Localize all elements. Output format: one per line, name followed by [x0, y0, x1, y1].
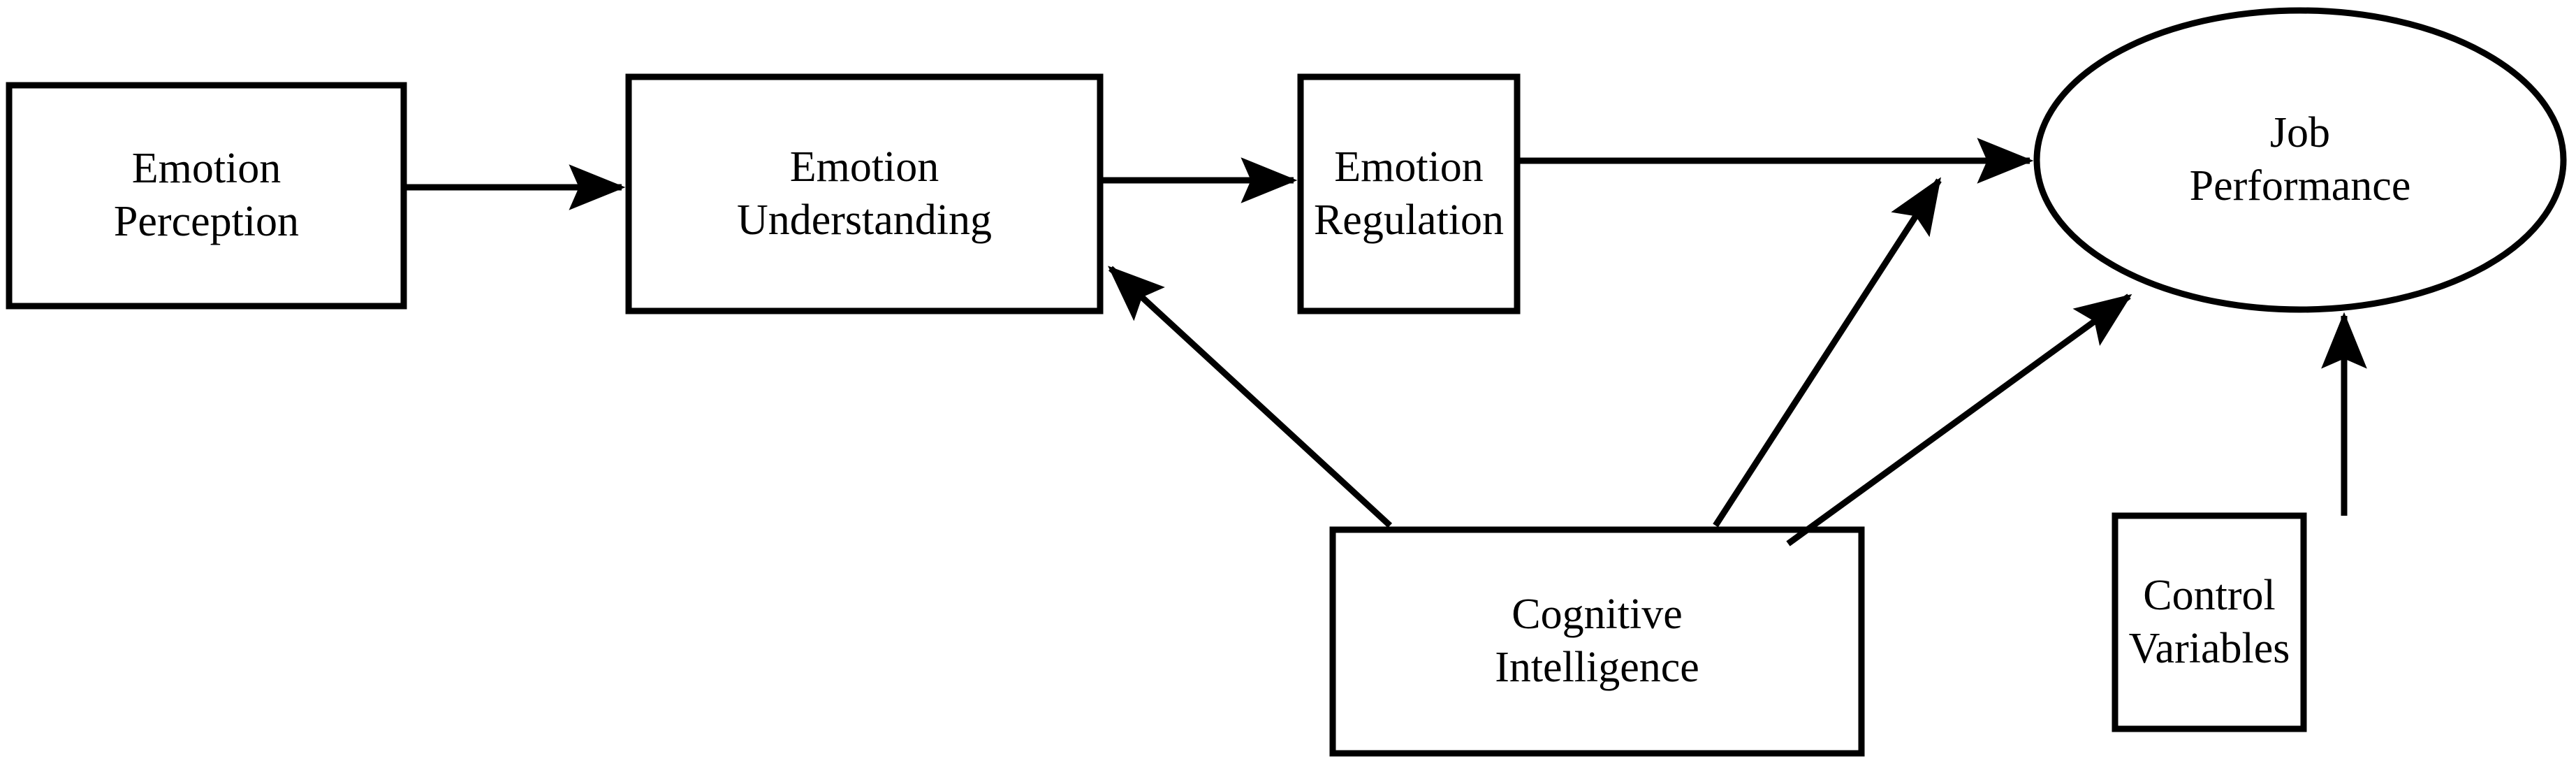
edge-cognitive-to-regulation-path[interactable]	[1713, 177, 1942, 528]
edge-cognitive-to-understanding[interactable]	[1108, 266, 1393, 528]
node-job-performance-shape[interactable]	[2033, 7, 2567, 313]
edge-cognitive-to-performance[interactable]	[1786, 294, 2132, 546]
node-cognitive-intelligence-shape[interactable]	[1329, 526, 1865, 757]
node-control-variables-shape[interactable]	[2112, 512, 2307, 732]
node-emotion-perception-shape[interactable]	[6, 82, 407, 310]
node-emotion-understanding-shape[interactable]	[625, 73, 1104, 314]
node-emotion-regulation-shape[interactable]	[1297, 73, 1521, 314]
